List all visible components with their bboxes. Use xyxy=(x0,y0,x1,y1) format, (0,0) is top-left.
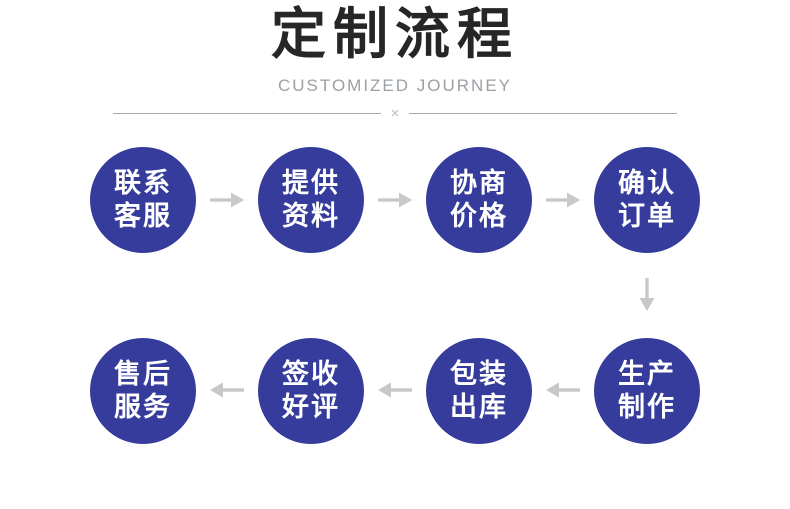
page-title: 定制流程 xyxy=(270,3,519,65)
step-label-line: 生产 xyxy=(618,359,676,390)
step-label-line: 售后 xyxy=(114,359,172,390)
arrow-left-icon xyxy=(377,380,413,400)
divider-x-icon: × xyxy=(390,104,400,122)
arrow-right-icon xyxy=(209,190,245,210)
arrow-right-icon xyxy=(377,190,413,210)
step-label-line: 签收 xyxy=(282,359,340,390)
page-subtitle: CUSTOMIZED JOURNEY xyxy=(277,76,513,95)
step-label-line: 订单 xyxy=(618,201,676,231)
step-label-line: 提供 xyxy=(282,168,340,199)
step-circle-confirm-order: 确认 订单 xyxy=(594,147,700,253)
step-circle-negotiate-price: 协商 价格 xyxy=(426,147,532,253)
step-label-line: 制作 xyxy=(618,392,676,422)
arrow-left-icon xyxy=(209,380,245,400)
step-circle-pack-ship: 包装 出库 xyxy=(426,338,532,444)
step-circle-contact-service: 联系 客服 xyxy=(90,147,196,253)
step-label-line: 价格 xyxy=(450,201,508,231)
step-label-line: 客服 xyxy=(114,201,172,231)
step-label-line: 包装 xyxy=(450,359,508,390)
divider-line-right xyxy=(409,112,678,114)
step-circle-sign-review: 签收 好评 xyxy=(258,338,364,444)
arrow-down-icon xyxy=(637,278,657,312)
arrow-right-icon xyxy=(545,190,581,210)
divider-line-left xyxy=(113,112,381,114)
step-label-line: 确认 xyxy=(618,168,676,199)
step-circle-production: 生产 制作 xyxy=(594,338,700,444)
step-label-line: 服务 xyxy=(114,392,172,422)
step-label-line: 出库 xyxy=(450,392,508,422)
step-label-line: 资料 xyxy=(282,201,340,231)
step-circle-provide-materials: 提供 资料 xyxy=(258,147,364,253)
step-label-line: 联系 xyxy=(114,168,172,199)
arrow-left-icon xyxy=(545,380,581,400)
step-label-line: 协商 xyxy=(450,168,508,199)
step-label-line: 好评 xyxy=(282,392,340,422)
title-divider: × xyxy=(113,104,678,122)
step-circle-aftersales-service: 售后 服务 xyxy=(90,338,196,444)
